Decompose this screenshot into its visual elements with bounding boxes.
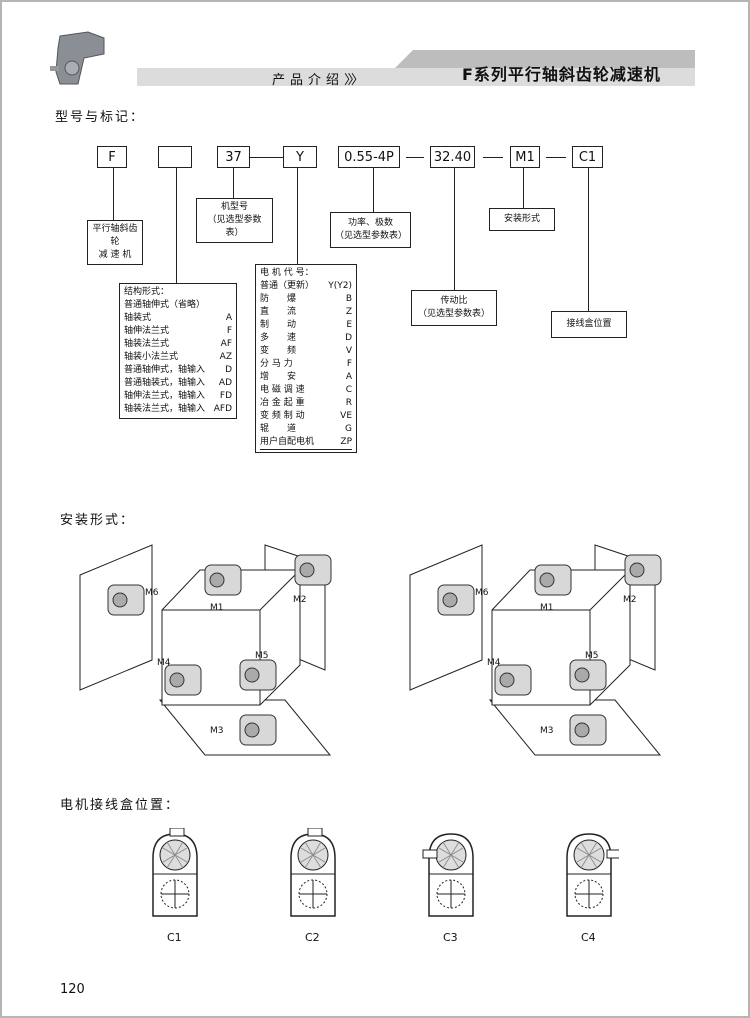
header-band-accent bbox=[395, 50, 695, 68]
mounting-label-M1: M1 bbox=[210, 603, 224, 613]
terminal-label-C3: C3 bbox=[443, 931, 458, 944]
code-motor: Y bbox=[283, 146, 317, 168]
motor-code-row: 普通（更新）Y(Y2) bbox=[260, 281, 352, 291]
mounting-heading: 安装形式： bbox=[60, 513, 136, 528]
mounting-label-M6: M6 bbox=[145, 588, 159, 598]
mounting-label-M1: M1 bbox=[540, 603, 554, 613]
code-size: 37 bbox=[217, 146, 250, 168]
terminal-label-C1: C1 bbox=[167, 931, 182, 944]
mounting-label-M3: M3 bbox=[540, 726, 554, 736]
code-mounting: M1 bbox=[510, 146, 540, 168]
page-title: F系列平行轴斜齿轮减速机 bbox=[462, 65, 661, 84]
code-structure bbox=[158, 146, 192, 168]
section-label: 产品介绍〉〉〉 bbox=[272, 73, 364, 88]
size-label: 机型号（见选型参数表） bbox=[196, 198, 273, 243]
model-heading: 型号与标记： bbox=[55, 110, 146, 125]
terminal-label: 接线盒位置 bbox=[551, 311, 627, 338]
mounting-label: 安装形式 bbox=[489, 208, 555, 231]
terminal-position-C1-image bbox=[152, 828, 198, 917]
mounting-label-M5: M5 bbox=[255, 651, 269, 661]
code-series: F bbox=[97, 146, 127, 168]
mounting-label-M2: M2 bbox=[293, 595, 307, 605]
header-band bbox=[137, 68, 695, 86]
mounting-label-M4: M4 bbox=[487, 658, 501, 668]
terminal-position-C2-image bbox=[290, 828, 336, 917]
terminal-heading: 电机接线盒位置： bbox=[60, 798, 181, 813]
code-terminal: C1 bbox=[572, 146, 603, 168]
mounting-label-M5: M5 bbox=[585, 651, 599, 661]
terminal-position-C3-image bbox=[422, 833, 474, 917]
code-power: 0.55-4P bbox=[338, 146, 400, 168]
terminal-label-C2: C2 bbox=[305, 931, 320, 944]
series-label: 平行轴斜齿轮减 速 机 bbox=[87, 220, 143, 265]
mounting-label-M2: M2 bbox=[623, 595, 637, 605]
mounting-label-M4: M4 bbox=[157, 658, 171, 668]
terminal-label-C4: C4 bbox=[581, 931, 596, 944]
gear-reducer-logo-image bbox=[50, 31, 105, 85]
power-label: 功率、极数（见选型参数表） bbox=[330, 212, 411, 248]
mounting-label-M3: M3 bbox=[210, 726, 224, 736]
mounting-label-M6: M6 bbox=[475, 588, 489, 598]
code-ratio: 32.40 bbox=[430, 146, 475, 168]
structure-row: 普通轴伸式（省略） bbox=[124, 300, 206, 310]
terminal-position-C4-image bbox=[566, 833, 619, 917]
page-number: 120 bbox=[60, 982, 85, 997]
ratio-label: 传动比（见选型参数表） bbox=[411, 290, 497, 326]
